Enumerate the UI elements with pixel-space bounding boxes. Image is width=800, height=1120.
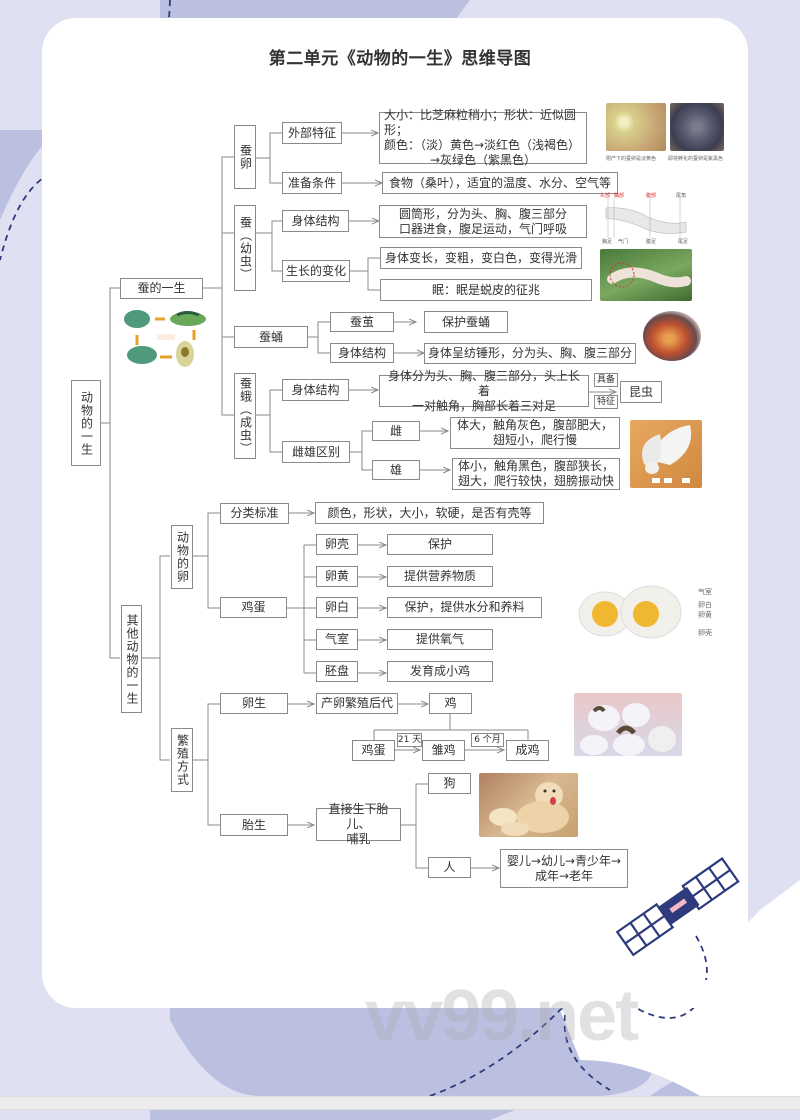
dog-node: 狗 — [428, 773, 471, 794]
cut-egg-photo — [575, 580, 685, 640]
dog-with-puppies-photo — [479, 773, 578, 837]
human-node: 人 — [428, 857, 471, 878]
silkworm-life-node: 蚕的一生 — [120, 278, 203, 299]
yellow-eggs-photo — [606, 103, 666, 151]
silkworm-larva-diagram: 头部 胸部 腹部 尾角 胸足 气门 腹足 尾足 — [600, 193, 689, 244]
larva-growth-node: 生长的变化 — [282, 260, 350, 282]
animal-eggs-node: 动物的卵 — [171, 525, 193, 589]
larva-node: 蚕（幼虫） — [234, 205, 256, 291]
oviparous-node: 卵生 — [220, 693, 288, 714]
chicken-node: 鸡 — [429, 693, 472, 714]
classify-node: 分类标准 — [220, 503, 289, 524]
page-title: 第二单元《动物的一生》思维导图 — [268, 49, 532, 69]
yellow-eggs-caption: 刚产下的蚕卵是淡黄色 — [606, 156, 657, 162]
satellite-icon — [615, 857, 740, 980]
duration-21-days: 21 天 — [397, 733, 422, 747]
egg-part-yolk: 卵黄 — [316, 566, 358, 587]
egg-external-detail: 大小：比芝麻粒稍小；形状：近似圆形； 颜色：（淡）黄色→淡红色（浅褐色） →灰绿… — [379, 108, 587, 167]
pupa-structure-detail: 身体呈纺锤形，分为头、胸、腹三部分 — [424, 343, 636, 364]
cocoon-detail: 保护蚕蛹 — [424, 311, 508, 333]
egg-conditions-node: 准备条件 — [282, 172, 342, 194]
egg-part-shell-detail: 保护 — [387, 534, 493, 555]
moth-node: 蚕蛾（成虫） — [234, 373, 256, 459]
silkworm-egg-node: 蚕卵 — [234, 125, 256, 189]
stage-chick: 雏鸡 — [422, 740, 465, 761]
egg-conditions-detail: 食物（桑叶），适宜的温度、水分、空气等 — [382, 172, 618, 194]
egg-part-white: 卵白 — [316, 597, 358, 618]
dark-eggs-caption: 即将孵化的蚕卵是紫黑色 — [668, 156, 724, 162]
female-node: 雌 — [372, 421, 420, 441]
egg-part-shell: 卵壳 — [316, 534, 358, 555]
larva-growth-detail-2: 眠：眠是蜕皮的征兆 — [380, 279, 592, 301]
egg-external-node: 外部特征 — [282, 122, 342, 144]
feature-tag-2: 特征 — [594, 395, 618, 409]
chicken-egg-node: 鸡蛋 — [220, 597, 287, 618]
silkworm-cycle-image — [122, 305, 210, 371]
stage-egg: 鸡蛋 — [352, 740, 395, 761]
other-animals-node: 其他动物的一生 — [121, 605, 142, 713]
watermark: vv99.net — [365, 976, 639, 1056]
pupa-structure-node: 身体结构 — [330, 343, 394, 363]
sex-difference-node: 雌雄区别 — [282, 441, 350, 463]
viviparous-node: 胎生 — [220, 814, 288, 836]
egg-label-white: 卵白 — [698, 601, 712, 609]
stage-adult-chicken: 成鸡 — [506, 740, 549, 761]
reproduction-node: 繁殖方式 — [171, 728, 193, 792]
egg-part-air-cell-detail: 提供氧气 — [387, 629, 493, 650]
egg-label-air-cell: 气室 — [698, 588, 712, 596]
silk-moth-photo — [630, 420, 702, 488]
larva-structure-node: 身体结构 — [282, 210, 349, 232]
feature-tag-1: 具备 — [594, 373, 618, 387]
oviparous-detail: 产卵繁殖后代 — [316, 693, 398, 714]
pupa-photo — [643, 311, 701, 361]
root-node: 动物的一生 — [71, 380, 101, 466]
hatching-chicks-photo — [574, 693, 682, 756]
moth-structure-detail: 身体分为头、胸、腹三部分，头上长着 一对触角，胸部长着三对足 — [379, 369, 589, 413]
insect-node: 昆虫 — [620, 381, 662, 403]
dark-eggs-photo — [670, 103, 724, 151]
female-detail: 体大，触角灰色，腹部肥大， 翅短小，爬行慢 — [450, 417, 620, 449]
egg-part-white-detail: 保护，提供水分和养料 — [387, 597, 542, 618]
male-detail: 体小，触角黑色，腹部狭长， 翅大，爬行较快，翅膀振动快 — [452, 458, 620, 490]
viviparous-detail: 直接生下胎儿、 哺乳 — [316, 802, 401, 846]
moth-structure-node: 身体结构 — [282, 379, 349, 401]
larva-growth-detail-1: 身体变长，变粗，变白色，变得光滑 — [380, 247, 582, 269]
page-divider — [0, 1096, 800, 1110]
human-stages-detail: 婴儿→幼儿→青少年→ 成年→老年 — [500, 849, 628, 888]
larva-structure-detail: 圆筒形，分为头、胸、腹三部分 口器进食，腹足运动，气门呼吸 — [379, 205, 587, 238]
egg-part-germinal-disc-detail: 发育成小鸡 — [387, 661, 493, 682]
pupa-node: 蚕蛹 — [234, 326, 308, 348]
male-node: 雄 — [372, 460, 420, 480]
egg-part-germinal-disc: 胚盘 — [316, 661, 358, 682]
cocoon-node: 蚕茧 — [330, 312, 394, 332]
classify-detail: 颜色，形状，大小，软硬，是否有壳等 — [315, 502, 544, 524]
duration-6-months: 6 个月 — [471, 733, 504, 747]
egg-label-yolk: 卵黄 — [698, 611, 712, 619]
egg-part-yolk-detail: 提供营养物质 — [387, 566, 493, 587]
egg-part-air-cell: 气室 — [316, 629, 358, 650]
egg-label-shell: 卵壳 — [698, 629, 712, 637]
silkworm-on-leaf-photo — [600, 249, 692, 301]
